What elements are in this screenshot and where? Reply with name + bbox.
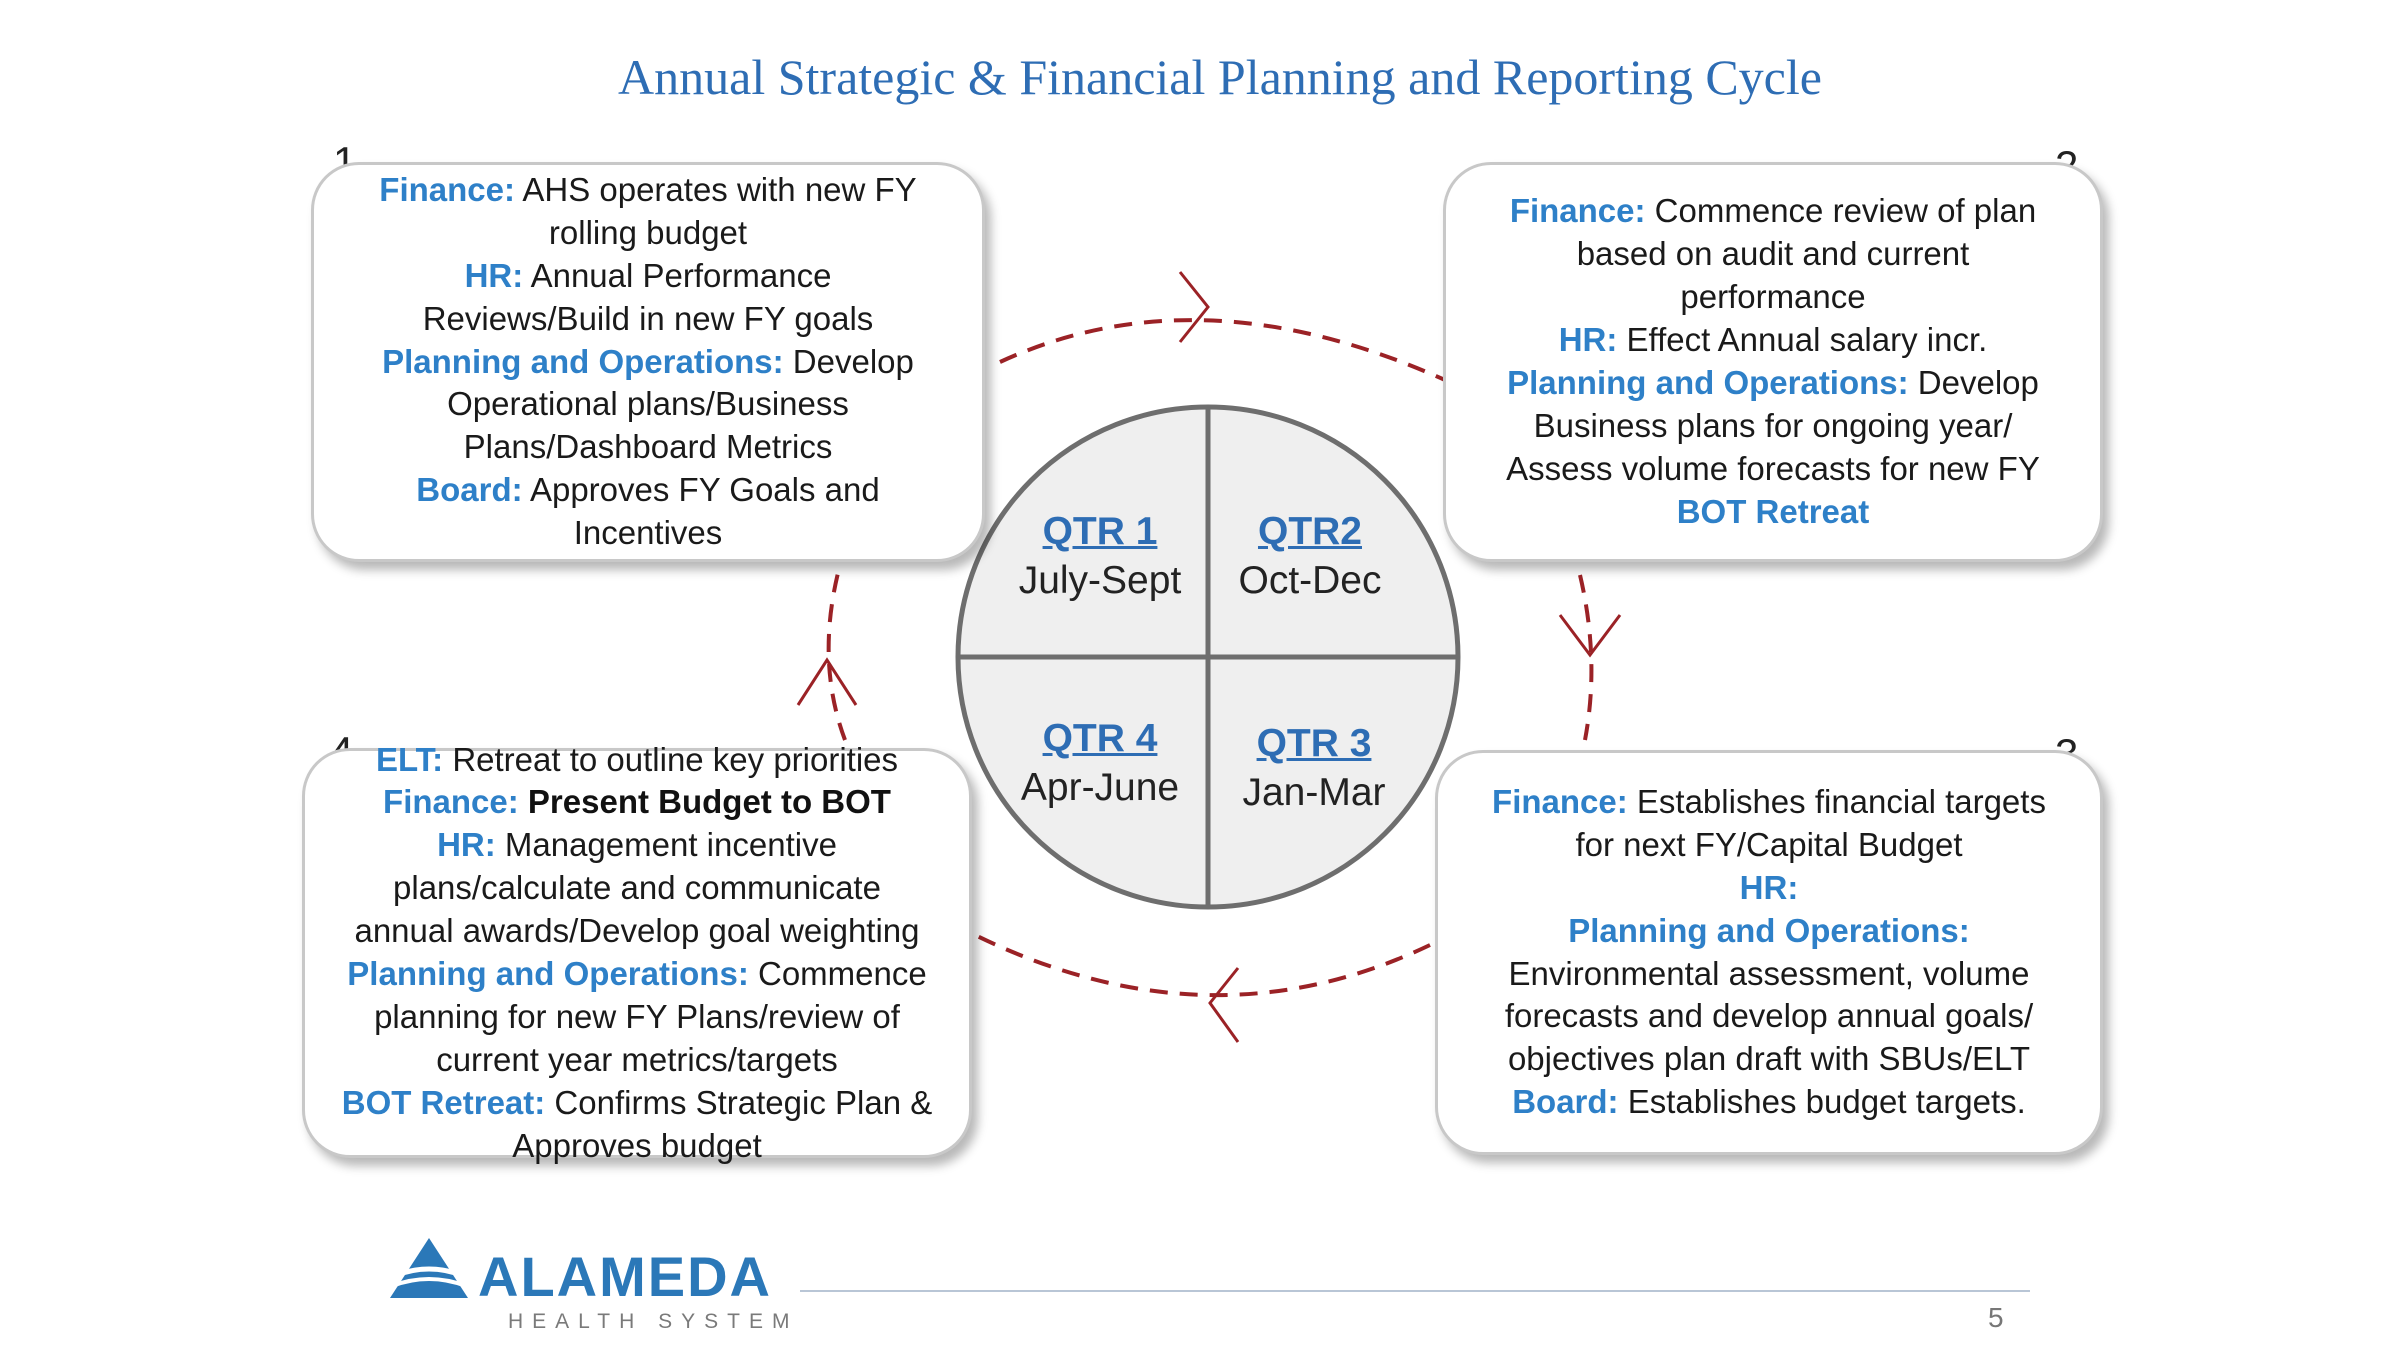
quarter-3-label[interactable]: QTR 3 (1256, 722, 1372, 765)
logo-subtitle: HEALTH SYSTEM (508, 1310, 799, 1333)
b1-board-text-2: Incentives (573, 514, 723, 552)
b1-ops-text-3: Plans/Dashboard Metrics (463, 428, 833, 466)
b1-ops-label: Planning and Operations: (382, 342, 784, 380)
b2-finance-text-2: based on audit and current (1576, 235, 1970, 273)
b1-hr-text-2: Reviews/Build in new FY goals (422, 299, 874, 337)
b2-ops-text-3: Assess volume forecasts for new FY (1506, 449, 2040, 487)
footer-divider (800, 1290, 2030, 1292)
b3-ops-text: Environmental assessment, volume (1508, 954, 2030, 992)
step-box-2: Finance: Commence review of plan based o… (1443, 162, 2103, 562)
b3-board-label: Board: (1512, 1083, 1619, 1121)
b3-finance-label: Finance: (1492, 782, 1628, 820)
b4-ops-text-2: planning for new FY Plans/review of (374, 997, 900, 1035)
quarter-3-range: Jan-Mar (1242, 770, 1386, 814)
cycle-arc-right (1578, 574, 1594, 741)
b2-hr-text: Effect Annual salary incr. (1617, 321, 1988, 359)
step-box-1: Finance: AHS operates with new FY rollin… (311, 162, 985, 562)
quarter-3: QTR 3 Jan-Mar (1194, 720, 1434, 818)
b4-bot-retreat-text-2: Approves budget (512, 1126, 762, 1164)
arrow-chevron-bottom (1208, 967, 1240, 1043)
b2-finance-text: Commence review of plan (1645, 192, 2037, 230)
b3-ops-label: Planning and Operations: (1568, 911, 1970, 949)
b1-finance-text-2: rolling budget (548, 213, 748, 251)
quarter-1-label[interactable]: QTR 1 (1042, 510, 1158, 553)
b4-ops-label: Planning and Operations: (347, 955, 749, 992)
page-title: Annual Strategic & Financial Planning an… (618, 49, 1822, 105)
b2-ops-text: Develop (1908, 364, 2039, 401)
quarter-2: QTR2 Oct-Dec (1190, 508, 1430, 606)
step-box-3: Finance: Establishes financial targets f… (1435, 750, 2103, 1155)
arrow-chevron-right (1558, 614, 1622, 658)
b2-finance-label: Finance: (1509, 192, 1646, 230)
b3-ops-text-3: objectives plan draft with SBUs/ELT (1507, 1040, 2031, 1078)
b1-hr-text: Annual Performance (523, 256, 832, 294)
b4-hr-label: HR: (437, 826, 496, 864)
alameda-logo-icon (390, 1238, 468, 1298)
b3-hr-label: HR: (1739, 868, 1799, 906)
b2-ops-label: Planning and Operations: (1507, 364, 1909, 401)
step-box-4: ELT: Retreat to outline key priorities F… (302, 741, 972, 1164)
b3-finance-text-2: for next FY/Capital Budget (1575, 825, 1963, 863)
b3-finance-text: Establishes financial targets (1627, 782, 2046, 820)
arrow-chevron-left (796, 657, 858, 706)
quarter-1: QTR 1 July-Sept (980, 508, 1220, 606)
logo-wordmark: ALAMEDA (478, 1245, 772, 1308)
b2-hr-label: HR: (1558, 321, 1618, 359)
b4-hr-text: Management incentive (495, 826, 837, 864)
b1-hr-label: HR: (464, 256, 524, 294)
b4-ops-text-3: current year metrics/targets (436, 1040, 838, 1078)
b2-bot-retreat-label: BOT Retreat (1676, 492, 1870, 530)
b4-finance-label: Finance: (383, 783, 519, 821)
b4-elt-label: ELT: (375, 740, 444, 778)
page-number: 5 (1988, 1302, 2004, 1333)
b2-finance-text-3: performance (1680, 278, 1866, 316)
b1-ops-text-2: Operational plans/Business (447, 385, 849, 423)
b2-ops-text-2: Business plans for ongoing year/ (1533, 406, 2013, 444)
b4-hr-text-2: plans/calculate and communicate (393, 869, 881, 907)
quarter-2-label[interactable]: QTR2 (1257, 510, 1362, 553)
b1-board-label: Board: (416, 471, 523, 509)
quarter-4-range: Apr-June (1020, 765, 1180, 809)
b4-hr-text-3: annual awards/Develop goal weighting (354, 912, 920, 950)
b4-elt-text: Retreat to outline key priorities (443, 740, 899, 778)
quarter-4-label[interactable]: QTR 4 (1042, 717, 1158, 760)
quarter-2-range: Oct-Dec (1238, 558, 1382, 602)
b1-board-text: Approves FY Goals and (522, 471, 880, 509)
quarter-1-range: July-Sept (1018, 558, 1182, 602)
cycle-arc-left (826, 564, 847, 741)
b4-ops-text: Commence (748, 955, 927, 992)
b4-finance-text: Present Budget to BOT (518, 783, 891, 821)
b3-board-text: Establishes budget targets. (1618, 1083, 2026, 1121)
b1-finance-text: AHS operates with new FY (515, 170, 917, 208)
b4-bot-retreat-label: BOT Retreat: (341, 1083, 546, 1121)
cycle-arc-bottom (974, 933, 1431, 998)
cycle-arc-top (999, 318, 1446, 382)
b1-ops-text: Develop (783, 342, 914, 380)
arrow-chevron-top (1178, 271, 1210, 343)
b4-bot-retreat-text: Confirms Strategic Plan & (545, 1083, 933, 1121)
b3-ops-text-2: forecasts and develop annual goals/ (1504, 997, 2034, 1035)
b1-finance-label: Finance: (379, 170, 515, 208)
quarter-4: QTR 4 Apr-June (980, 715, 1220, 813)
